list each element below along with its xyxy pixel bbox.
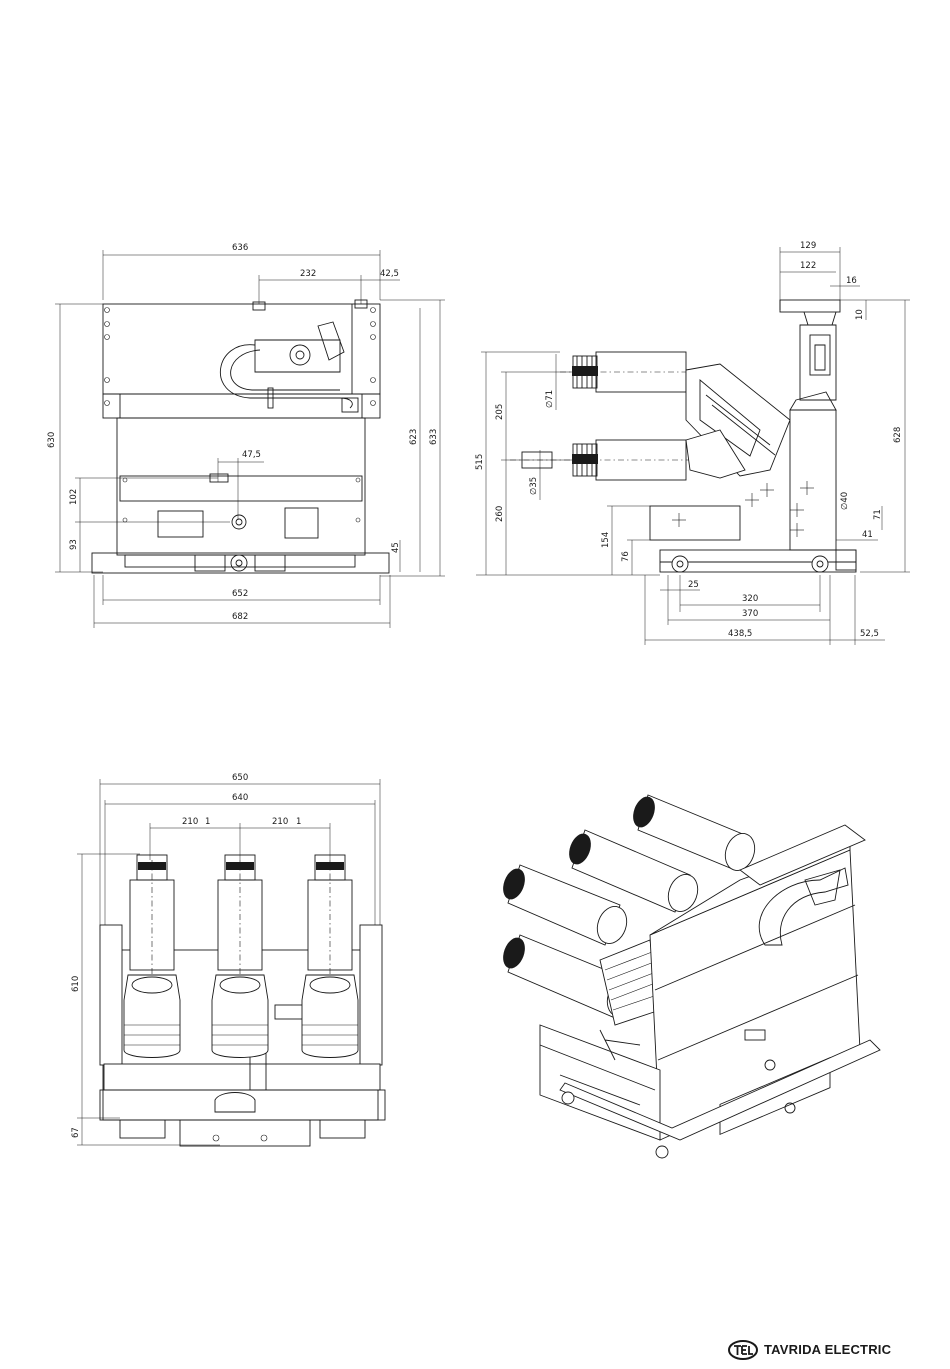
dim-682: 682 bbox=[232, 612, 248, 622]
dim-650: 650 bbox=[232, 773, 248, 783]
pole-left bbox=[124, 855, 180, 1058]
dim-93: 93 bbox=[69, 539, 79, 550]
dim-630: 630 bbox=[47, 432, 57, 448]
dim-623: 623 bbox=[409, 429, 419, 445]
dim-16: 16 bbox=[846, 276, 857, 286]
dim-610: 610 bbox=[71, 976, 81, 992]
pole-right bbox=[302, 855, 358, 1058]
dim-102: 102 bbox=[69, 489, 79, 505]
dim-42-5: 42,5 bbox=[380, 269, 399, 279]
brand-name: TAVRIDA ELECTRIC bbox=[764, 1342, 891, 1357]
dim-320: 320 bbox=[742, 594, 758, 604]
tavrida-logo-icon bbox=[728, 1340, 758, 1360]
dim-370: 370 bbox=[742, 609, 758, 619]
pole-center bbox=[212, 855, 268, 1058]
dim-41: 41 bbox=[862, 530, 873, 540]
dim-438-5: 438,5 bbox=[728, 629, 752, 639]
dim-d40: ∅40 bbox=[840, 492, 850, 510]
dim-67: 67 bbox=[71, 1127, 81, 1138]
dim-tol-b: 1 bbox=[296, 817, 301, 827]
dim-129: 129 bbox=[800, 241, 816, 251]
dim-71: 71 bbox=[873, 509, 883, 520]
dim-52-5: 52,5 bbox=[860, 629, 879, 639]
dim-205: 205 bbox=[495, 404, 505, 420]
dim-633: 633 bbox=[429, 429, 439, 445]
dim-76: 76 bbox=[621, 551, 631, 562]
dim-154: 154 bbox=[601, 532, 611, 548]
dim-652: 652 bbox=[232, 589, 248, 599]
brand: TAVRIDA ELECTRIC bbox=[728, 1340, 888, 1362]
dim-515: 515 bbox=[475, 454, 485, 470]
front-view: 636 232 42,5 630 623 633 47,5 102 93 45 … bbox=[47, 243, 445, 628]
dim-232: 232 bbox=[300, 269, 316, 279]
dim-47-5: 47,5 bbox=[242, 450, 261, 460]
dim-d35: ∅35 bbox=[529, 477, 539, 495]
dim-260: 260 bbox=[495, 506, 505, 522]
side-view: 129 122 16 10 515 205 260 ∅71 ∅35 154 76… bbox=[475, 241, 910, 645]
dim-640: 640 bbox=[232, 793, 248, 803]
iso-view bbox=[499, 794, 880, 1158]
dim-636: 636 bbox=[232, 243, 248, 253]
dim-210-b: 210 bbox=[272, 817, 288, 827]
dim-tol-a: 1 bbox=[205, 817, 210, 827]
dim-d71: ∅71 bbox=[545, 390, 555, 408]
dim-628: 628 bbox=[893, 427, 903, 443]
dim-10: 10 bbox=[855, 309, 865, 320]
dim-122: 122 bbox=[800, 261, 816, 271]
dim-210-a: 210 bbox=[182, 817, 198, 827]
dim-45: 45 bbox=[391, 542, 401, 553]
dim-25: 25 bbox=[688, 580, 699, 590]
top-view: 650 640 210 1 210 1 610 67 bbox=[71, 773, 385, 1146]
